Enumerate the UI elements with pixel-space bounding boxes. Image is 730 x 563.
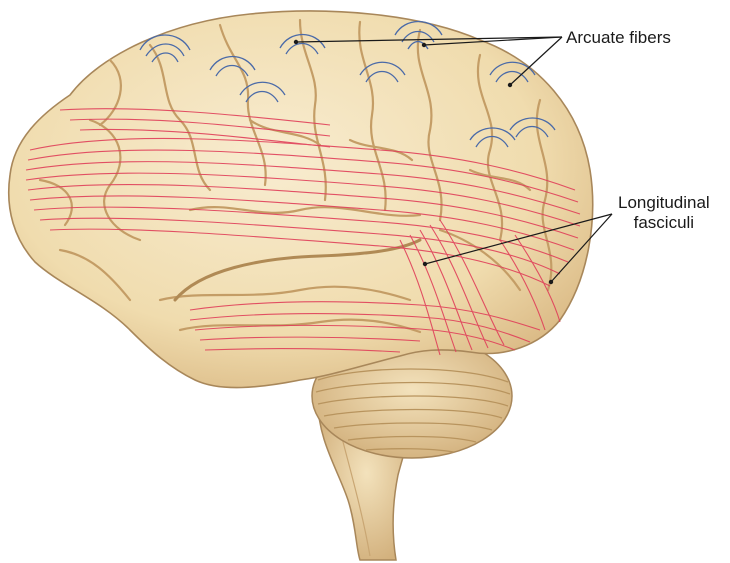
longitudinal-label-line2: fasciculi (633, 213, 695, 232)
arcuate-fibers (139, 21, 556, 148)
sulci (38, 18, 553, 334)
longitudinal-fasciculi-label: Longitudinal fasciculi (618, 193, 710, 233)
cerebrum (7, 10, 594, 389)
leader-lines (295, 36, 613, 283)
longitudinal-label-line1: Longitudinal (618, 193, 710, 212)
lateral-sulcus (173, 238, 422, 302)
longitudinal-fasciculi (25, 108, 581, 356)
brainstem-shading (339, 429, 371, 557)
leader-dots (293, 39, 554, 285)
arcuate-fibers-label: Arcuate fibers (566, 28, 671, 47)
